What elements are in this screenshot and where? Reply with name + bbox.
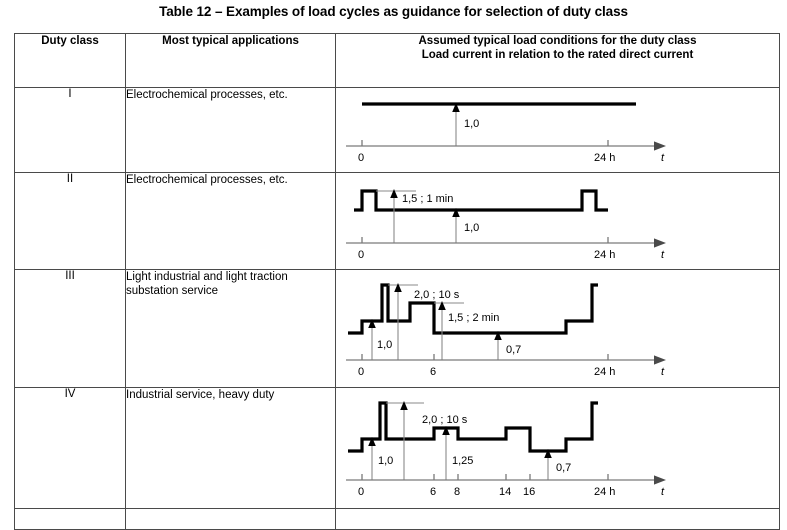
- waveform-path: [354, 189, 608, 212]
- x-axis-variable-label: t: [661, 152, 665, 164]
- application-text-2: Electrochemical processes, etc.: [125, 172, 336, 270]
- x-tick-label-6: 6: [430, 366, 436, 378]
- table-row: I Electrochemical processes, etc. 1,0: [14, 87, 780, 173]
- annotation-label-1-5: 1,5 ; 2 min: [448, 312, 499, 324]
- x-tick-label-16: 16: [523, 486, 535, 498]
- x-tick-label-24h: 24 h: [594, 249, 615, 261]
- column-header-load-conditions: Assumed typical load conditions for the …: [335, 33, 780, 88]
- x-tick-label-0: 0: [358, 152, 364, 164]
- annotation-label-1-0: 1,0: [464, 222, 479, 234]
- partial-cell-class: [14, 508, 126, 530]
- duty-class-2-waveform: 1,5 ; 1 min 1,0 0 24 h t: [346, 189, 666, 261]
- duty-class-table: Duty class Most typical applications Ass…: [14, 33, 780, 530]
- table-header-row: Duty class Most typical applications Ass…: [14, 33, 780, 88]
- x-axis-arrowhead: [654, 475, 666, 485]
- table-row: IV Industrial service, heavy duty 2,0 ; …: [14, 387, 780, 509]
- duty-class-value-4: IV: [14, 387, 126, 509]
- x-tick-label-14: 14: [499, 486, 511, 498]
- duty-class-value-2: II: [14, 172, 126, 270]
- x-axis-variable-label: t: [661, 486, 665, 498]
- annotation-label-1-25: 1,25: [452, 455, 473, 467]
- x-axis-arrowhead: [654, 238, 666, 248]
- table-row-partial: [14, 508, 780, 530]
- load-cycle-chart-2: 1,5 ; 1 min 1,0 0 24 h t: [335, 172, 780, 270]
- application-text-4: Industrial service, heavy duty: [125, 387, 336, 509]
- application-text-3: Light industrial and light traction subs…: [125, 269, 336, 388]
- partial-cell-chart: [335, 508, 780, 530]
- annotation-arrow-0-7: [494, 331, 502, 340]
- waveform-path: [348, 283, 598, 335]
- table-12-container: Duty class Most typical applications Ass…: [14, 33, 780, 530]
- x-tick-label-8: 8: [454, 486, 460, 498]
- annotation-label-1-5: 1,5 ; 1 min: [402, 193, 453, 205]
- load-cycle-chart-1: 1,0 0 24 h t: [335, 87, 780, 173]
- annotation-label-2-0: 2,0 ; 10 s: [422, 414, 468, 426]
- annotation-arrow-0-7: [544, 449, 552, 458]
- duty-class-value-1: I: [14, 87, 126, 173]
- page-title: Table 12 – Examples of load cycles as gu…: [159, 4, 628, 19]
- duty-class-4-waveform: 2,0 ; 10 s 1,0 1,25 0,7: [346, 401, 666, 498]
- annotation-arrow-1-5: [390, 189, 398, 198]
- x-tick-label-24h: 24 h: [594, 486, 615, 498]
- annotation-label-1-0: 1,0: [378, 455, 393, 467]
- x-tick-label-0: 0: [358, 486, 364, 498]
- column-header-duty-class: Duty class: [14, 33, 126, 88]
- annotation-arrow-1-0: [368, 319, 376, 328]
- annotation-arrow-2-0: [394, 283, 402, 292]
- duty-class-value-3: III: [14, 269, 126, 388]
- annotation-label-0-7: 0,7: [556, 462, 571, 474]
- annotation-arrow-1-0: [368, 437, 376, 446]
- x-axis-arrowhead: [654, 141, 666, 151]
- partial-cell-application: [125, 508, 336, 530]
- load-cycle-chart-4: 2,0 ; 10 s 1,0 1,25 0,7: [335, 387, 780, 509]
- annotation-label-1-0: 1,0: [464, 118, 479, 130]
- x-axis-variable-label: t: [661, 249, 665, 261]
- x-tick-label-0: 0: [358, 249, 364, 261]
- x-axis-arrowhead: [654, 355, 666, 365]
- annotation-arrow-1-5: [438, 301, 446, 310]
- x-axis-variable-label: t: [661, 366, 665, 378]
- load-conditions-line-2: Load current in relation to the rated di…: [421, 49, 694, 61]
- annotation-arrow-2-0: [400, 401, 408, 410]
- annotation-arrow-1-0: [452, 208, 460, 217]
- duty-class-1-waveform: 1,0 0 24 h t: [346, 102, 666, 164]
- x-tick-label-24h: 24 h: [594, 366, 615, 378]
- application-text-1: Electrochemical processes, etc.: [125, 87, 336, 173]
- x-tick-label-0: 0: [358, 366, 364, 378]
- annotation-label-2-0: 2,0 ; 10 s: [414, 289, 460, 301]
- table-row: III Light industrial and light traction …: [14, 269, 780, 388]
- duty-class-3-waveform: 2,0 ; 10 s 1,5 ; 2 min 1,0 0,7: [346, 283, 666, 378]
- column-header-applications: Most typical applications: [125, 33, 336, 88]
- annotation-label-0-7: 0,7: [506, 344, 521, 356]
- annotation-arrow-1-25: [442, 426, 450, 435]
- annotation-label-1-0: 1,0: [377, 339, 392, 351]
- x-tick-label-6: 6: [430, 486, 436, 498]
- table-row: II Electrochemical processes, etc. 1,5 ;…: [14, 172, 780, 270]
- x-tick-label-24h: 24 h: [594, 152, 615, 164]
- annotation-arrow-1-0: [452, 103, 460, 112]
- load-cycle-chart-3: 2,0 ; 10 s 1,5 ; 2 min 1,0 0,7: [335, 269, 780, 388]
- waveform-path: [348, 401, 598, 453]
- load-conditions-line-1: Assumed typical load conditions for the …: [418, 35, 697, 47]
